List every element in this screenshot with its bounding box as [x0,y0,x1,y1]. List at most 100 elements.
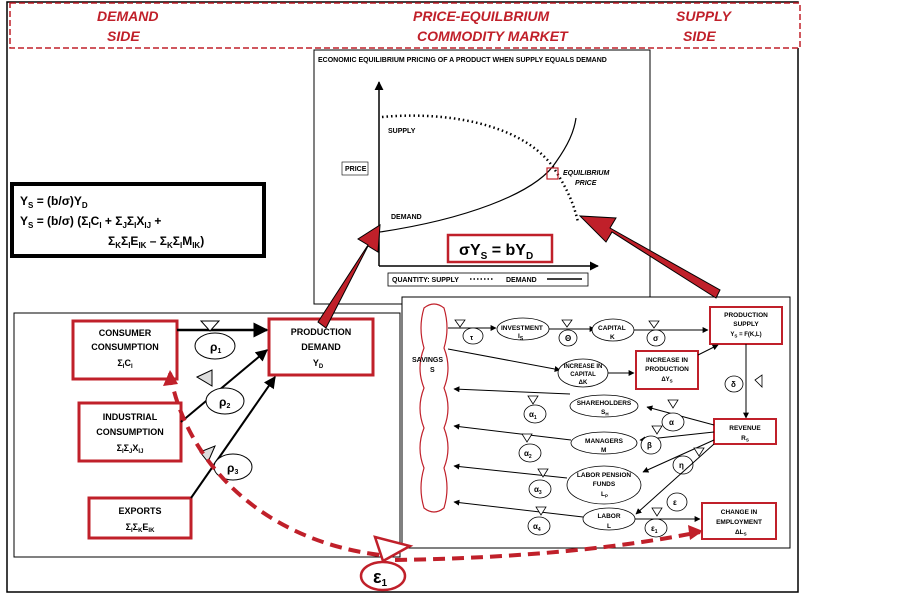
managers-node [570,431,638,455]
header-supply-line2: SIDE [683,28,716,44]
svg-text:M: M [601,447,606,454]
price-label: PRICE [345,166,367,173]
demand-label: DEMAND [391,214,422,221]
legend-quantity: QUANTITY: SUPPLY [392,277,459,284]
svg-text:PRODUCTION: PRODUCTION [724,312,768,319]
supply-to-chart-arrow [578,215,721,299]
equation-box [446,233,554,264]
svg-text:CONSUMER: CONSUMER [99,328,152,338]
alpha4-node [527,516,551,536]
header-bar: DEMAND SIDE PRICE-EQUILBRIUM COMMODITY M… [9,2,801,49]
svg-text:ε1: ε1 [651,524,658,535]
svg-text:ΔLS: ΔLS [735,529,747,537]
formula-line2: YS = (b/σ) (ΣICI + ΣJΣIXIJ + [20,214,161,230]
revenue-box: REVENUE RS [713,418,777,445]
svg-text:α2: α2 [524,449,532,460]
header-market-line1: PRICE-EQUILBRIUM [413,8,549,24]
arrow-exports-to-production [190,376,276,499]
equation-text: σYS = bYD [459,242,533,262]
production-demand-box: PRODUCTION DEMAND YD [267,317,375,377]
labor-pension-node [566,465,642,505]
svg-text:FUNDS: FUNDS [593,481,616,488]
svg-text:α1: α1 [529,410,537,421]
rho3-node: ρ3 [199,445,253,481]
tau-node [462,327,484,345]
svg-text:CAPITAL: CAPITAL [570,372,596,378]
svg-text:K: K [610,334,615,341]
demand-panel: CONSUMER CONSUMPTION ΣICI INDUSTRIAL CON… [13,312,401,558]
rho2-node: ρ2 [195,369,245,415]
svg-text:α: α [669,418,674,427]
svg-text:CONSUMPTION: CONSUMPTION [91,342,159,352]
consumer-consumption-box: CONSUMER CONSUMPTION ΣICI [71,319,179,381]
equilibrium-point-marker [546,167,559,180]
equilibrium-label-line2: PRICE [575,180,597,187]
equilibrium-label-line1: EQUILIBRIUM [563,170,609,177]
svg-text:DEMAND: DEMAND [301,342,341,352]
alpha-node [661,412,685,432]
error-curve-to-consumer [168,372,381,557]
delta-node [724,375,744,393]
svg-text:YD: YD [313,358,324,370]
svg-text:α4: α4 [533,522,541,533]
svg-text:PRODUCTION: PRODUCTION [645,366,689,373]
svg-text:β: β [647,441,652,450]
svg-text:ρ3: ρ3 [227,461,238,476]
svg-text:ε1: ε1 [373,567,388,589]
svg-text:L: L [607,523,611,530]
savings-cloud [419,303,449,513]
svg-text:REVENUE: REVENUE [729,425,761,432]
header-demand-line1: DEMAND [97,8,158,24]
svg-text:S: S [430,367,435,374]
svg-text:ΔK: ΔK [579,380,588,386]
header-supply-line1: SUPPLY [676,8,733,24]
demand-to-chart-arrow [317,224,381,329]
svg-text:SHAREHOLDERS: SHAREHOLDERS [577,400,632,407]
epsilon-node [666,492,688,512]
formula-box: YS = (b/σ)YD YS = (b/σ) (ΣICI + ΣJΣIXIJ … [10,182,266,258]
epsilon1-error-node: ε1 [359,535,414,592]
increase-production-box: INCREASE IN PRODUCTION ΔYS [635,350,699,390]
production-supply-box: PRODUCTION SUPPLY YS = F(K,L) [709,306,783,345]
header-demand-line2: SIDE [107,28,140,44]
svg-text:τ: τ [470,335,474,342]
arrow-industrial-to-production [180,349,268,423]
svg-text:σ: σ [653,334,659,343]
svg-text:SUPPLY: SUPPLY [733,321,759,328]
svg-text:α3: α3 [534,485,542,496]
outer-frame [6,1,799,593]
svg-text:YS = F(K,L): YS = F(K,L) [730,332,761,339]
beta-node [640,435,662,455]
svg-text:EXPORTS: EXPORTS [118,506,161,516]
supply-label: SUPPLY [388,128,416,135]
legend-demand: DEMAND [506,277,537,284]
formula-line3: ΣKΣIEIK – ΣKΣIMIK) [108,234,204,250]
change-employment-box: CHANGE IN EMPLOYMENT ΔLS [701,502,777,540]
equilibrium-chart: ECONOMIC EQUILIBRIUM PRICING OF A PRODUC… [313,49,651,305]
svg-text:INCREASE IN: INCREASE IN [646,357,688,364]
svg-text:Θ: Θ [565,334,571,343]
svg-text:INVESTMENT: INVESTMENT [501,325,543,332]
alpha1-node [523,404,547,424]
error-arrowhead-consumer [163,370,178,386]
svg-text:INDUSTRIAL: INDUSTRIAL [103,412,158,422]
svg-text:SH: SH [601,409,609,417]
alpha2-node [518,443,542,463]
svg-text:SAVINGS: SAVINGS [412,357,443,364]
svg-text:CHANGE IN: CHANGE IN [721,509,758,516]
svg-text:LABOR: LABOR [597,513,620,520]
svg-text:MANAGERS: MANAGERS [585,438,624,445]
demand-curve [379,117,577,233]
svg-text:δ: δ [731,380,736,389]
svg-text:ΣIΣJXIJ: ΣIΣJXIJ [117,443,144,455]
chart-title: ECONOMIC EQUILIBRIUM PRICING OF A PRODUC… [318,57,607,64]
alpha3-node [528,479,552,499]
svg-text:CONSUMPTION: CONSUMPTION [96,427,164,437]
svg-text:ΣICI: ΣICI [117,358,133,370]
svg-text:RS: RS [741,435,749,443]
rho1-node: ρ1 [194,320,236,360]
svg-text:ρ1: ρ1 [210,340,221,355]
header-market-line2: COMMODITY MARKET [417,28,569,44]
svg-text:ρ2: ρ2 [219,395,230,410]
